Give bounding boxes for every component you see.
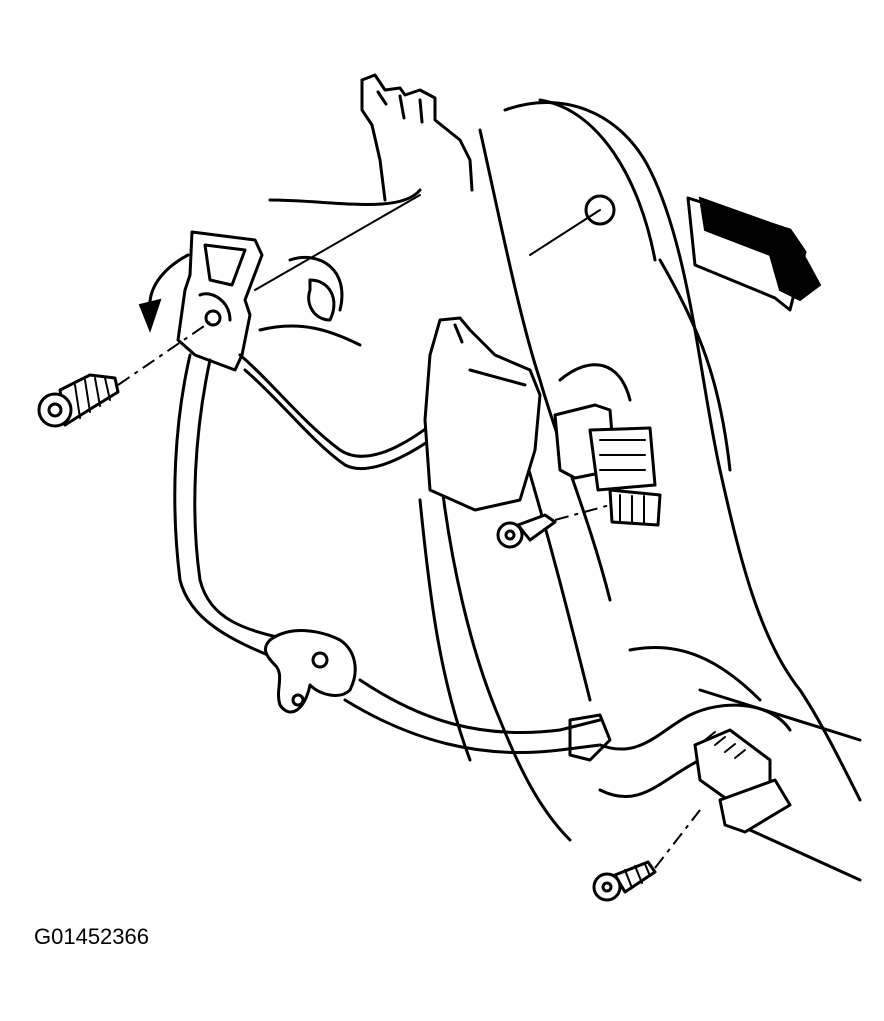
bolt-icon [496,513,557,549]
bolt-guide-line-middle [554,504,611,521]
leader-line [529,209,601,256]
retractor-connector-middle [553,363,662,527]
rotate-arrow-icon [138,253,190,333]
belt-guide-bracket [423,316,542,512]
leader-line [254,194,421,291]
upper-retractor-bracket [360,73,474,202]
buckle-connector-lower [568,713,792,834]
figure-id-label: G01452366 [34,924,149,949]
mount-hole [584,194,616,226]
d-ring-anchor [176,230,264,372]
bolt-icon [592,860,657,902]
body-panel [258,98,862,882]
belt-center-clip [263,629,357,714]
bolt-guide-line-lower [654,809,701,869]
bolt-guide-line-upper [117,321,211,386]
direction-arrow-icon [686,196,822,312]
bolt-icon [37,373,120,428]
